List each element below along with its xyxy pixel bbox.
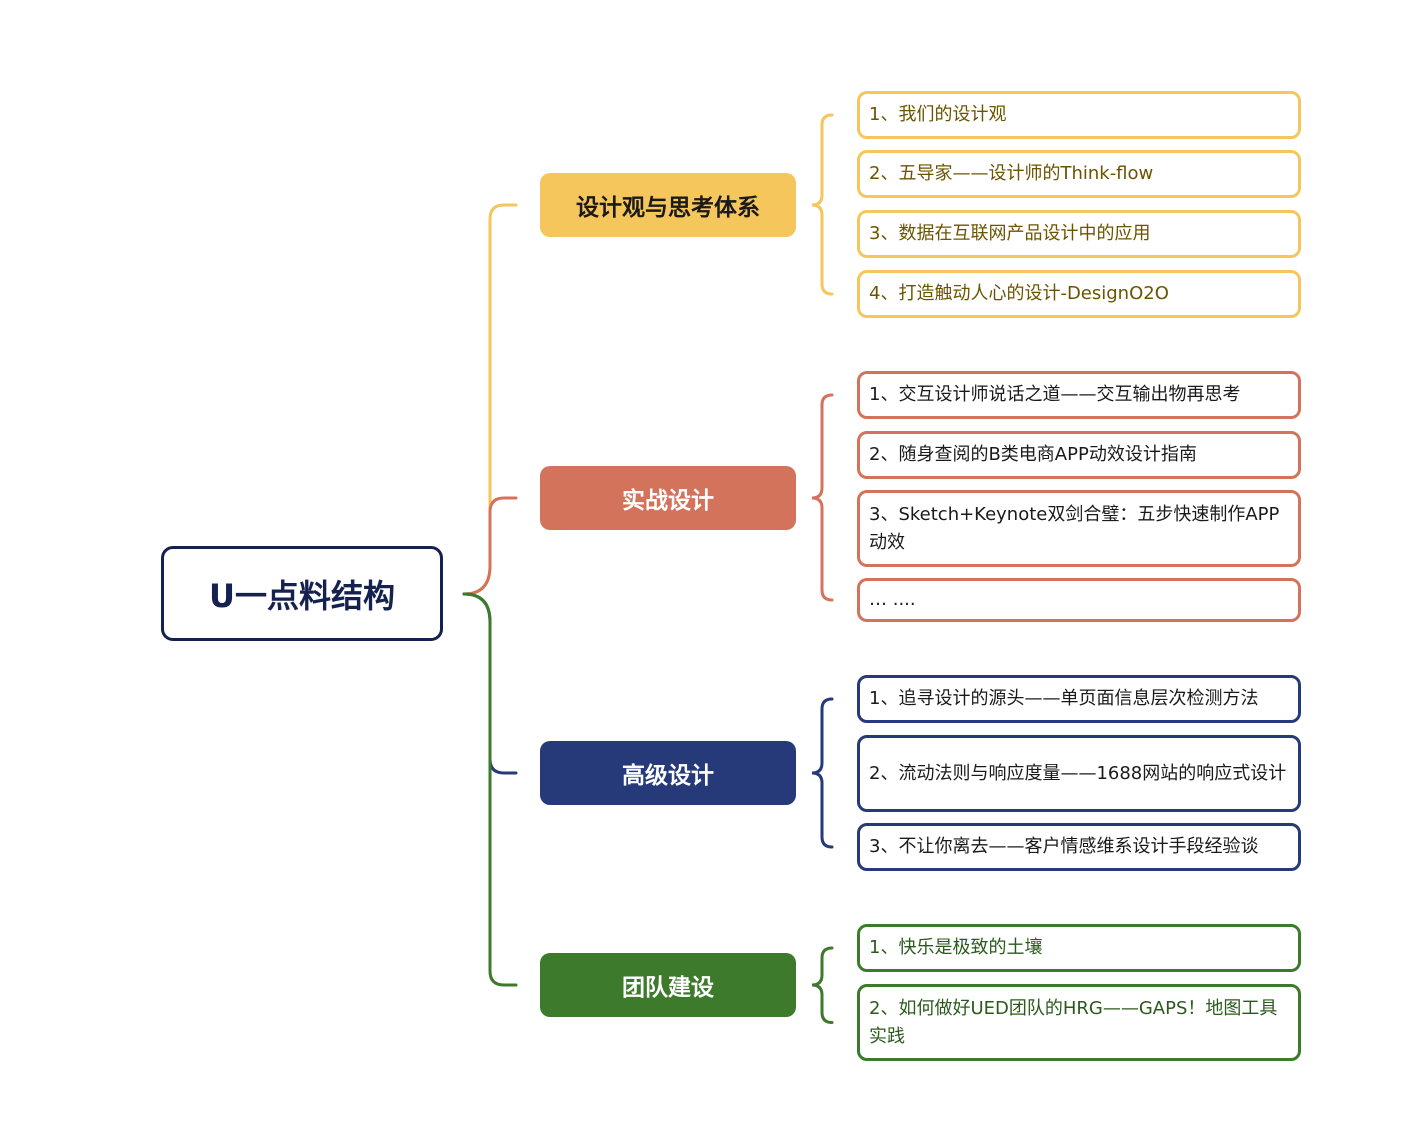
root-node: U一点料结构 [161, 546, 443, 641]
branch-node-1: 设计观与思考体系 [540, 173, 796, 237]
leaf-node: 2、流动法则与响应度量——1688网站的响应式设计 [857, 735, 1301, 812]
leaf-label: 3、Sketch+Keynote双剑合璧：五步快速制作APP动效 [869, 503, 1280, 553]
root-to-branch-connector-4 [462, 592, 518, 987]
branch-node-4: 团队建设 [540, 953, 796, 1017]
leaf-node: 3、Sketch+Keynote双剑合璧：五步快速制作APP动效 [857, 490, 1301, 567]
leaf-node: 2、五导家——设计师的Think-flow [857, 150, 1301, 198]
leaf-label: … .... [869, 589, 916, 610]
leaf-node: 3、不让你离去——客户情感维系设计手段经验谈 [857, 823, 1301, 871]
leaf-node: 1、我们的设计观 [857, 91, 1301, 139]
root-to-branch-connector-2 [462, 496, 518, 596]
leaf-label: 1、交互设计师说话之道——交互输出物再思考 [869, 384, 1241, 405]
leaf-label: 2、流动法则与响应度量——1688网站的响应式设计 [869, 762, 1287, 784]
leaf-node: 2、如何做好UED团队的HRG——GAPS！地图工具实践 [857, 984, 1301, 1061]
leaf-label: 2、如何做好UED团队的HRG——GAPS！地图工具实践 [869, 997, 1278, 1047]
leaf-label: 2、随身查阅的B类电商APP动效设计指南 [869, 444, 1197, 465]
branch-label: 高级设计 [622, 763, 714, 789]
branch-brace-2 [811, 393, 834, 602]
root-label: U一点料结构 [209, 576, 395, 615]
leaf-label: 2、五导家——设计师的Think-flow [869, 163, 1154, 184]
leaf-label: 3、不让你离去——客户情感维系设计手段经验谈 [869, 836, 1259, 857]
leaf-node: … .... [857, 578, 1301, 622]
leaf-node: 3、数据在互联网产品设计中的应用 [857, 210, 1301, 258]
branch-brace-4 [811, 946, 834, 1024]
leaf-node: 4、打造触动人心的设计-DesignO2O [857, 270, 1301, 318]
branch-brace-1 [811, 113, 834, 296]
leaf-label: 1、快乐是极致的土壤 [869, 937, 1043, 958]
leaf-node: 1、快乐是极致的土壤 [857, 924, 1301, 972]
leaf-label: 4、打造触动人心的设计-DesignO2O [869, 283, 1169, 304]
branch-node-3: 高级设计 [540, 741, 796, 805]
leaf-node: 1、追寻设计的源头——单页面信息层次检测方法 [857, 675, 1301, 723]
branch-label: 实战设计 [622, 488, 714, 514]
leaf-label: 1、我们的设计观 [869, 104, 1007, 125]
branch-node-2: 实战设计 [540, 466, 796, 530]
leaf-label: 3、数据在互联网产品设计中的应用 [869, 223, 1151, 244]
branch-brace-3 [811, 697, 834, 849]
leaf-label: 1、追寻设计的源头——单页面信息层次检测方法 [869, 688, 1259, 709]
leaf-node: 2、随身查阅的B类电商APP动效设计指南 [857, 431, 1301, 479]
branch-label: 团队建设 [622, 975, 714, 1001]
leaf-node: 1、交互设计师说话之道——交互输出物再思考 [857, 371, 1301, 419]
branch-label: 设计观与思考体系 [576, 195, 760, 221]
